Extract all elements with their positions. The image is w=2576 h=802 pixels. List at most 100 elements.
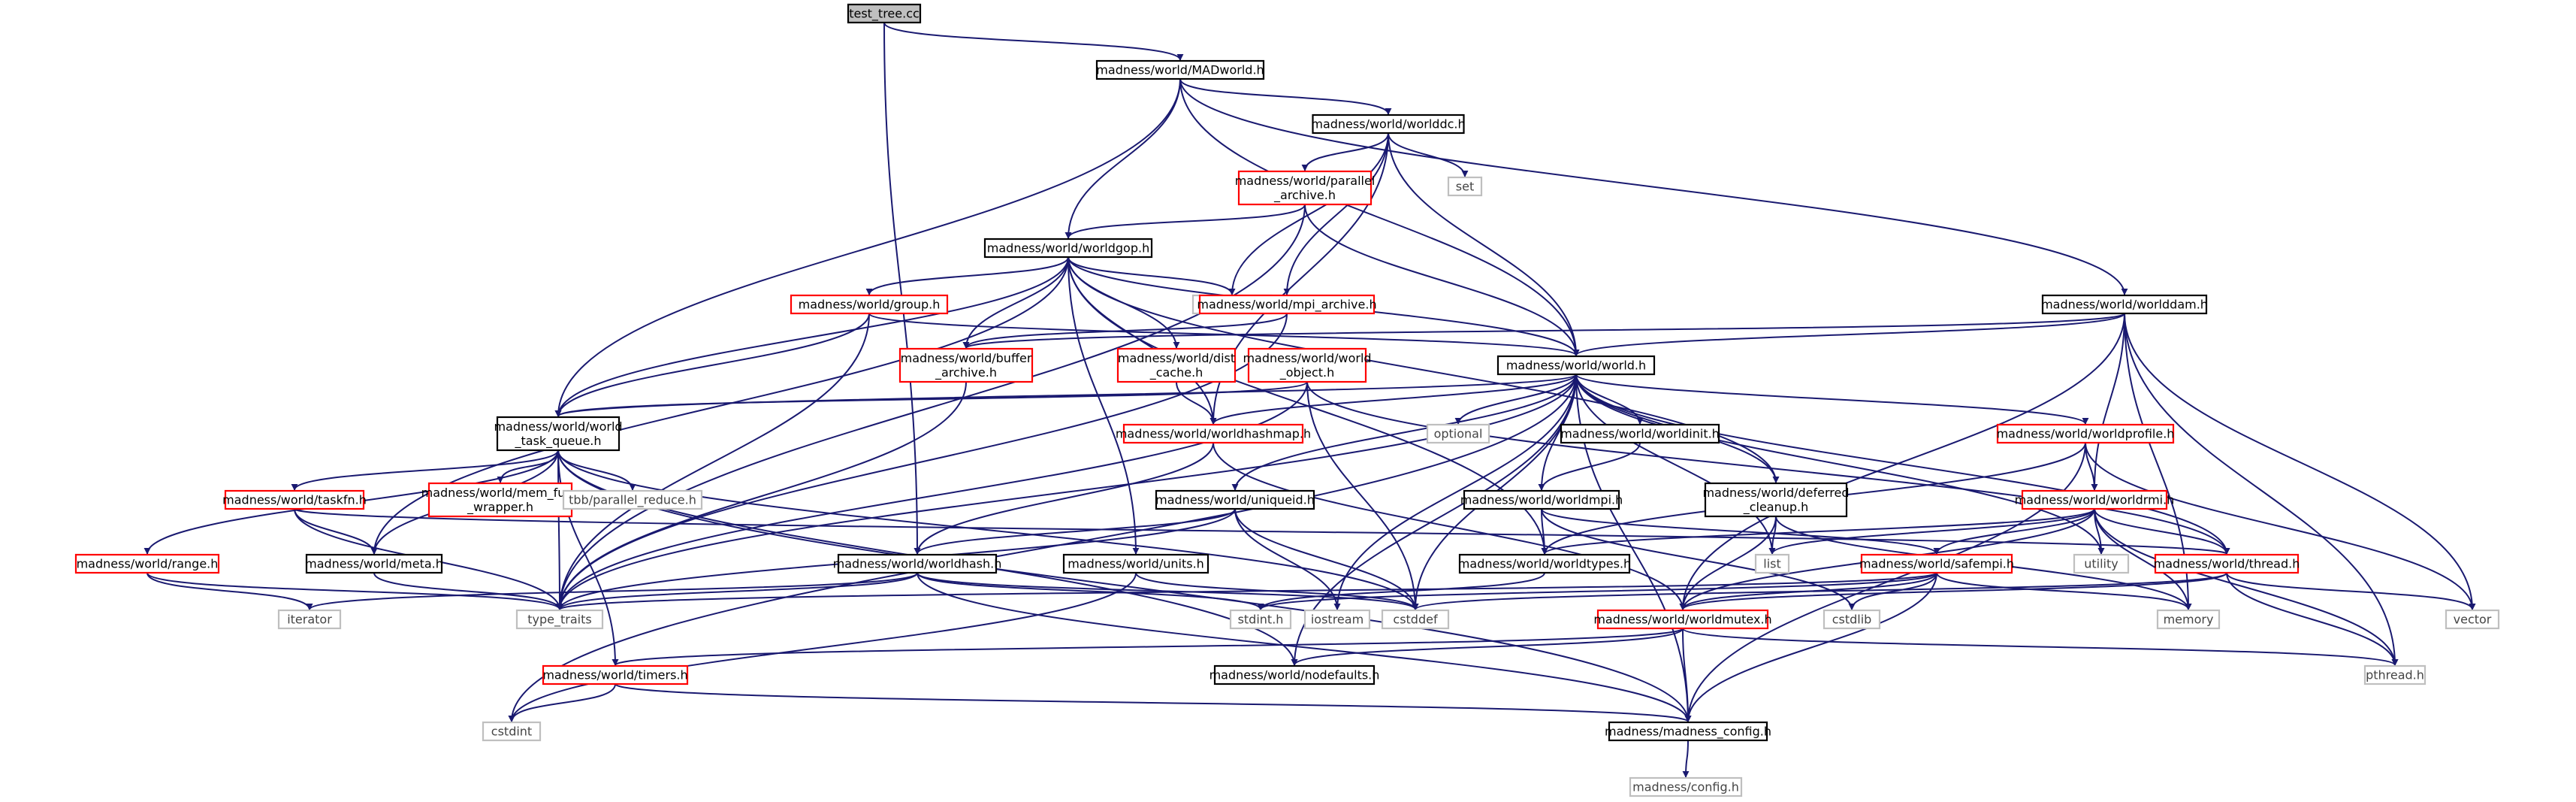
node-cstddef[interactable]: cstddef xyxy=(1381,609,1450,630)
node-label: cstdlib xyxy=(1832,613,1872,627)
edge-world-to-optional xyxy=(1454,374,1577,425)
node-box xyxy=(496,416,621,452)
node-cstdint[interactable]: cstdint xyxy=(482,721,542,742)
node-box xyxy=(1303,609,1371,630)
node-world[interactable]: madness/world/world.h xyxy=(1496,355,1656,376)
node-label: cstddef xyxy=(1393,613,1438,627)
edge-worlddc-to-parallel_archive xyxy=(1301,132,1389,171)
node-thread[interactable]: madness/world/thread.h xyxy=(2154,553,2300,574)
node-parallel_reduce[interactable]: tbb/parallel_reduce.h xyxy=(562,489,703,510)
node-nodefaults[interactable]: madness/world/nodefaults.h xyxy=(1209,664,1380,685)
node-mem_func_wrapper[interactable]: madness/world/mem_func_wrapper.h xyxy=(421,482,580,518)
node-range[interactable]: madness/world/range.h xyxy=(74,553,220,574)
edge-thread-to-pthread xyxy=(2226,572,2399,666)
node-label: madness/world/worldhashmap.h xyxy=(1116,427,1311,441)
node-buffer_archive[interactable]: madness/world/buffer_archive.h xyxy=(898,347,1034,383)
node-label: memory xyxy=(2164,613,2214,627)
node-worldmutex[interactable]: madness/world/worldmutex.h xyxy=(1593,609,1772,630)
node-set[interactable]: set xyxy=(1447,176,1483,197)
node-parallel_archive[interactable]: madness/world/parallel_archive.h xyxy=(1235,170,1376,206)
edge-worldhash-to-cstddef xyxy=(917,572,1419,610)
node-deferred_cleanup[interactable]: madness/world/deferred_cleanup.h xyxy=(1702,482,1850,518)
node-label: madness/world/worldtypes.h xyxy=(1458,557,1631,571)
node-taskfn[interactable]: madness/world/taskfn.h xyxy=(222,489,367,510)
edge-world_task_queue-to-cstddef xyxy=(557,449,1419,610)
node-box xyxy=(305,553,443,574)
node-world_task_queue[interactable]: madness/world/world_task_queue.h xyxy=(494,416,623,452)
node-timers[interactable]: madness/world/timers.h xyxy=(542,664,689,685)
node-safempi[interactable]: madness/world/safempi.h xyxy=(1859,553,2014,574)
edge-worldgop-to-buffer_archive xyxy=(962,256,1069,349)
node-worldhash[interactable]: madness/world/worldhash.h xyxy=(833,553,1002,574)
edge-worldmutex-to-timers xyxy=(612,628,1684,666)
node-uniqueid[interactable]: madness/world/uniqueid.h xyxy=(1155,489,1315,510)
node-worldtypes[interactable]: madness/world/worldtypes.h xyxy=(1458,553,1631,574)
node-iterator[interactable]: iterator xyxy=(277,609,342,630)
node-box xyxy=(2073,553,2130,574)
node-test_tree[interactable]: test_tree.cc xyxy=(847,3,922,24)
edge-range-to-iterator xyxy=(146,572,313,610)
node-group[interactable]: madness/world/group.h xyxy=(790,294,949,315)
node-label: _cleanup.h xyxy=(1743,500,1809,515)
edge-worldmutex-to-nodefaults xyxy=(1291,628,1684,666)
node-label: madness/world/range.h xyxy=(77,557,219,571)
node-iostream[interactable]: iostream xyxy=(1303,609,1371,630)
node-worldinit[interactable]: madness/world/worldinit.h xyxy=(1560,423,1720,444)
node-box xyxy=(542,664,689,685)
edge-MADworld-to-world xyxy=(1179,78,1580,356)
node-label: _object.h xyxy=(1279,365,1335,380)
edge-test_tree-to-worldhash xyxy=(883,22,921,555)
node-box xyxy=(1704,482,1848,518)
edge-uniqueid-to-cstddef xyxy=(1234,508,1419,610)
node-box xyxy=(1116,347,1237,383)
node-box xyxy=(790,294,949,315)
node-dist_cache[interactable]: madness/world/dist_cache.h xyxy=(1116,347,1237,383)
node-meta[interactable]: madness/world/meta.h xyxy=(305,553,443,574)
node-type_traits[interactable]: type_traits xyxy=(515,609,604,630)
node-utility[interactable]: utility xyxy=(2073,553,2130,574)
node-memory[interactable]: memory xyxy=(2156,609,2221,630)
node-config[interactable]: madness/config.h xyxy=(1629,776,1743,797)
node-label: set xyxy=(1456,180,1474,194)
node-mpi_archive[interactable]: madness/world/mpi_archive.h xyxy=(1197,294,1377,315)
edge-worlddam-to-pthread xyxy=(2124,313,2399,666)
edge-MADworld-to-worlddam xyxy=(1179,78,2128,295)
node-units[interactable]: madness/world/units.h xyxy=(1062,553,1209,574)
edge-world-to-utility xyxy=(1575,374,2105,555)
edge-safempi-to-madness_config xyxy=(1684,572,1937,722)
node-label: tbb/parallel_reduce.h xyxy=(569,493,696,508)
edge-MADworld-to-world_task_queue xyxy=(554,78,1181,417)
edge-test_tree-to-MADworld xyxy=(883,22,1184,61)
node-worldprofile[interactable]: madness/world/worldprofile.h xyxy=(1996,423,2175,444)
node-worlddam[interactable]: madness/world/worlddam.h xyxy=(2041,294,2208,315)
node-box xyxy=(224,489,365,510)
edge-worldhashmap-to-worldhash xyxy=(914,442,1214,555)
node-box xyxy=(1447,176,1483,197)
node-worldrmi[interactable]: madness/world/worldrmi.h xyxy=(2015,489,2175,510)
node-worlddc[interactable]: madness/world/worlddc.h xyxy=(1311,113,1466,135)
node-stdint[interactable]: stdint.h xyxy=(1229,609,1292,630)
node-label: madness/world/worldmpi.h xyxy=(1460,493,1623,507)
edge-worldmpi-to-safempi xyxy=(1541,508,1940,555)
node-worldhashmap[interactable]: madness/world/worldhashmap.h xyxy=(1116,423,1311,444)
node-cstdlib[interactable]: cstdlib xyxy=(1823,609,1881,630)
edge-world_task_queue-to-type_traits xyxy=(556,449,563,610)
node-box xyxy=(1996,423,2175,444)
node-list[interactable]: list xyxy=(1754,553,1790,574)
node-pthread[interactable]: pthread.h xyxy=(2363,664,2427,685)
node-world_object[interactable]: madness/world/world_object.h xyxy=(1243,347,1372,383)
node-madness_config[interactable]: madness/madness_config.h xyxy=(1605,721,1771,742)
node-box xyxy=(1155,489,1315,510)
node-MADworld[interactable]: madness/world/MADworld.h xyxy=(1095,59,1265,80)
node-box xyxy=(1754,553,1790,574)
edge-world-to-list xyxy=(1575,374,1776,555)
node-worldgop[interactable]: madness/world/worldgop.h xyxy=(983,238,1153,259)
edge-safempi-to-cstdlib xyxy=(1848,572,1937,610)
node-vector[interactable]: vector xyxy=(2445,609,2500,630)
node-worldmpi[interactable]: madness/world/worldmpi.h xyxy=(1460,489,1623,510)
node-box xyxy=(1198,294,1376,315)
node-box xyxy=(74,553,220,574)
node-label: iterator xyxy=(287,613,332,627)
node-box xyxy=(2041,294,2208,315)
node-optional[interactable]: optional xyxy=(1426,423,1490,444)
